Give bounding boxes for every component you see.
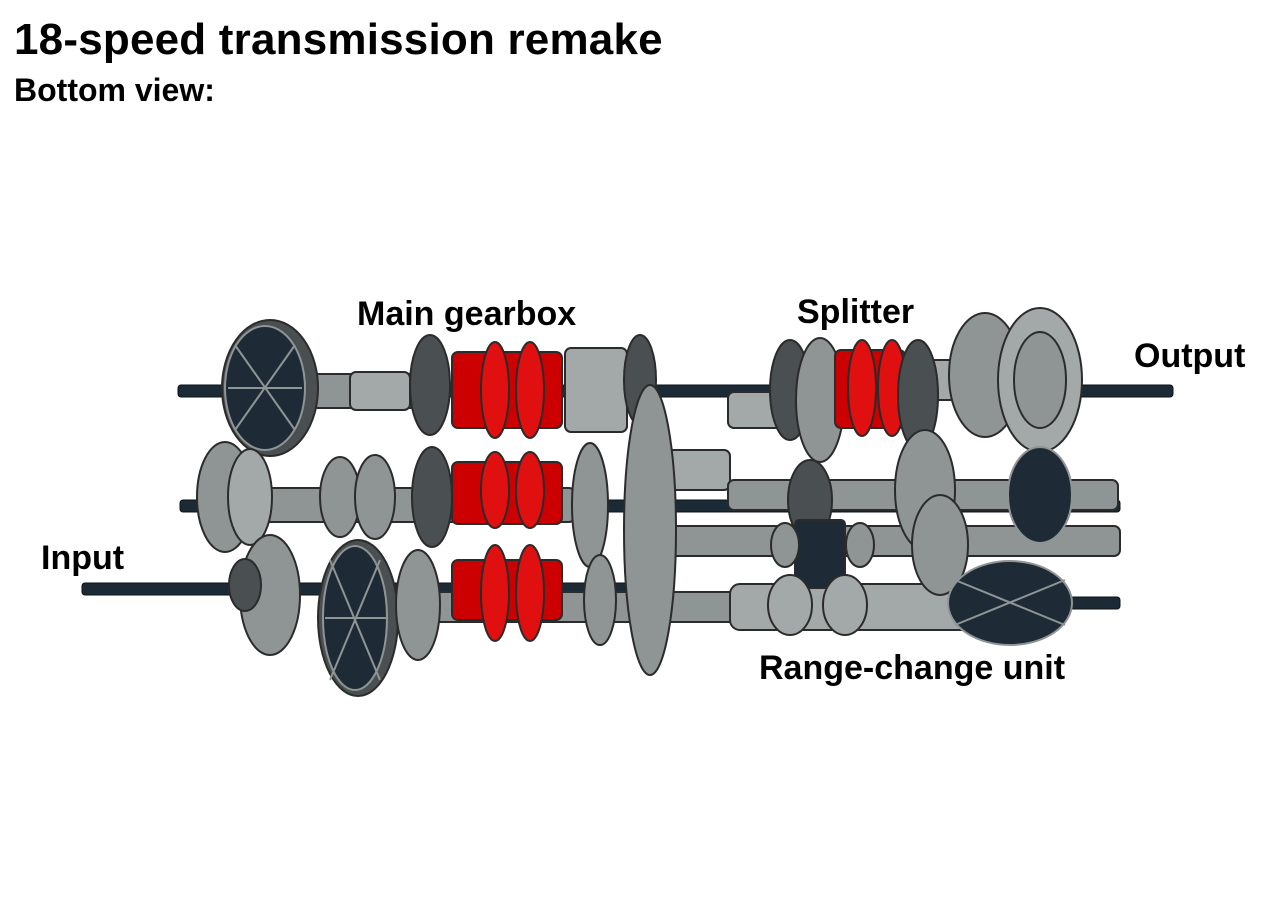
main-gearbox-label: Main gearbox	[357, 295, 577, 333]
page-title: 18-speed transmission remake	[14, 15, 663, 64]
input-label: Input	[41, 539, 125, 577]
range-change-unit	[767, 459, 1073, 646]
range-change-unit-label: Range-change unit	[759, 649, 1066, 687]
output-gear-cluster	[894, 307, 1083, 596]
page-subtitle: Bottom view:	[14, 72, 215, 108]
output-label: Output	[1134, 337, 1246, 375]
splitter-label: Splitter	[797, 293, 915, 331]
left-gear-cluster	[196, 319, 441, 697]
splitter	[769, 337, 939, 463]
main-gearbox	[409, 334, 677, 676]
